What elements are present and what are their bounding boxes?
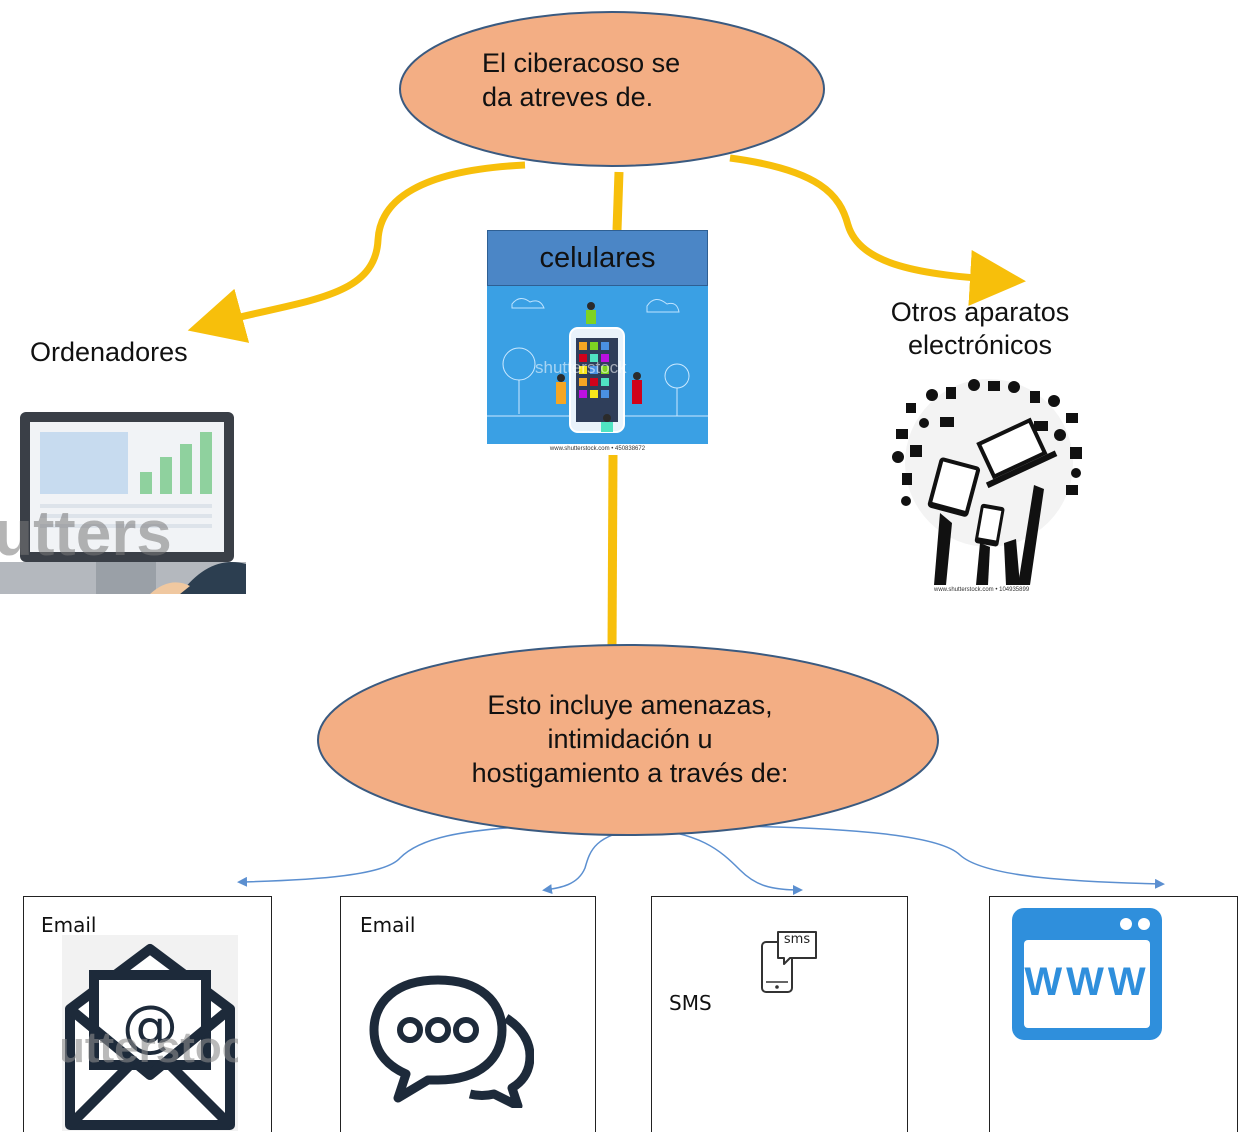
devices-caption: www.shutterstock.com • 104935899 — [934, 587, 1030, 593]
laptop-watermark: utters — [0, 497, 172, 569]
channel-label-chat: Email — [360, 913, 416, 937]
channel-label-email: Email — [41, 913, 97, 937]
top-node-line1: El ciberacoso se — [482, 48, 681, 78]
thin-connector-3 — [639, 827, 803, 895]
top-node-line2: da atreves de. — [482, 82, 654, 112]
thin-connector-2 — [542, 827, 641, 895]
connector-left — [187, 161, 526, 343]
connector-right — [729, 154, 1026, 306]
label-otros-line2: electrónicos — [907, 330, 1053, 360]
phone-caption: www.shutterstock.com • 450838672 — [487, 444, 708, 454]
label-ordenadores: Ordenadores — [30, 337, 188, 367]
envelope-at-icon: @ utterstoc — [62, 935, 238, 1131]
chat-bubbles-icon — [366, 972, 535, 1111]
middle-node-line3: hostigamiento a través de: — [471, 758, 789, 788]
label-otros-aparatos: Otros aparatos electrónicos — [860, 296, 1100, 362]
thin-connector-4 — [734, 825, 1165, 889]
phone-illustration: shutterstock www.shutterstock.com • 4508… — [487, 286, 708, 454]
connector-center-bottom — [607, 454, 618, 651]
phone-graphic — [487, 286, 708, 444]
celulares-label: celulares — [539, 242, 656, 274]
connector-center-top — [612, 171, 624, 231]
svg-text:@: @ — [122, 994, 178, 1059]
email-watermark: utterstoc — [62, 1023, 238, 1072]
sms-icon-text: sms — [783, 932, 811, 947]
laptop-graphic — [0, 412, 246, 594]
laptop-illustration: utters — [0, 402, 246, 594]
devices-illustration: www.shutterstock.com • 104935899 — [884, 373, 1094, 595]
thin-connector-1 — [237, 825, 536, 887]
www-browser-icon: WWW — [1012, 908, 1162, 1040]
www-text: WWW — [1024, 960, 1150, 1004]
devices-graphic — [892, 379, 1082, 585]
phone-watermark: shutterstock — [535, 358, 627, 377]
sms-phone-icon: sms — [758, 928, 820, 994]
top-node-text: El ciberacoso se da atreves de. — [452, 46, 782, 114]
top-ellipse — [399, 11, 825, 167]
celulares-header: celulares — [487, 230, 708, 286]
middle-node-text: Esto incluye amenazas, intimidación u ho… — [400, 688, 860, 790]
middle-ellipse — [317, 644, 939, 836]
middle-node-line2: intimidación u — [547, 724, 713, 754]
label-otros-line1: Otros aparatos — [890, 297, 1070, 327]
middle-node-line1: Esto incluye amenazas, — [487, 690, 773, 720]
channel-label-sms: SMS — [669, 991, 712, 1015]
